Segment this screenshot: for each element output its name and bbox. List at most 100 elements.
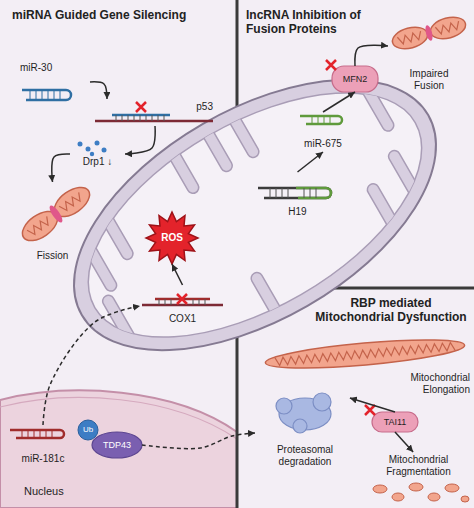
protein-dot: [95, 141, 100, 146]
mitochondrion-icon: [428, 14, 468, 43]
node-text: Mitochondrial Elongation: [392, 372, 470, 396]
node-text: p53: [196, 101, 213, 113]
node-text: Drp1 ↓: [83, 156, 112, 168]
connector-arrow: [90, 82, 107, 99]
crista-fold: [108, 301, 130, 338]
lncrna-strand: [258, 188, 331, 198]
ubiquitin-tag: Ub: [78, 420, 98, 440]
base-pairs: [116, 115, 164, 121]
ubiquitin-circle: [78, 420, 98, 440]
mrna-strand: [142, 304, 223, 307]
crista-fold: [232, 114, 254, 151]
block-cross: [136, 102, 146, 112]
fusion-protein-shape: [332, 66, 378, 92]
crista-fold: [232, 114, 254, 151]
mrna-strand: [95, 120, 213, 123]
protein-dot: [78, 142, 83, 147]
mito-cristae: [59, 192, 83, 212]
crista-fold: [106, 216, 128, 253]
nucleus-shape: [0, 391, 237, 508]
crista-fold: [205, 128, 227, 165]
mito-fragment: [445, 484, 459, 492]
base-pairs: [270, 188, 316, 198]
connector-arrow: [172, 264, 183, 285]
connector-arrow: [395, 432, 413, 452]
mirna-hairpin: [10, 430, 64, 438]
connector-arrow: [298, 152, 324, 172]
mito-fragment: [392, 493, 404, 501]
mito-fragment: [373, 485, 387, 493]
crista-fold: [366, 88, 388, 125]
protein-blob: [92, 432, 142, 458]
fission-ring: [47, 204, 64, 224]
panel-heading: miRNA Guided Gene Silencing: [12, 8, 232, 22]
elongated-mitochondrion: Mitochondrial Elongation: [250, 330, 472, 398]
mito-body: [264, 334, 465, 373]
crista-fold: [106, 216, 128, 253]
bound-mirna: [112, 114, 170, 117]
node-text: Ub: [83, 425, 93, 435]
connector-arrow: [125, 126, 155, 154]
ros-star: [146, 212, 198, 264]
ros-node: ROS: [146, 212, 198, 264]
connector-arrow: [142, 433, 255, 449]
proteasome: Proteasomal degradation: [255, 396, 355, 470]
protein-level: Drp1 ↓: [70, 138, 125, 170]
proteasome-blob: [293, 419, 307, 433]
node-text: Proteasomal degradation: [265, 444, 345, 468]
fragmented-mitochondria: Mitochondrial Fragmentation: [365, 452, 472, 506]
mito-fragment: [428, 493, 440, 501]
node-text: ROS: [161, 232, 183, 244]
crista-fold: [171, 150, 192, 187]
node-text: COX1: [169, 313, 196, 325]
mirna-hairpin: [22, 90, 71, 100]
crista-fold: [373, 190, 395, 227]
rna-binding-protein: TAI11: [372, 412, 418, 432]
connector-arrow: [323, 92, 355, 112]
crista-fold: [257, 278, 279, 315]
node-text: miR-675: [304, 138, 342, 150]
node-text: H19: [288, 206, 306, 218]
block-cross: [326, 60, 336, 70]
node-text: Fission: [37, 250, 69, 262]
block-cross: [365, 405, 375, 415]
mito-cristae: [435, 21, 460, 35]
mirna-node: miR-30: [18, 60, 90, 104]
connector-arrow: [355, 45, 388, 66]
node-text: miR-30: [20, 62, 52, 74]
proteasome-blob: [276, 398, 292, 414]
base-pairs: [312, 116, 330, 124]
mito-body: [428, 14, 468, 43]
node-text: Nucleus: [24, 485, 64, 498]
outer-membrane: [29, 24, 474, 406]
crista-fold: [394, 156, 416, 193]
connector-arrow: [350, 398, 395, 412]
inner-membrane: [49, 43, 461, 387]
mito-fragment: [409, 483, 423, 491]
mirna-node: miR-675: [292, 112, 354, 152]
mito-cristae: [27, 216, 51, 236]
mirna-node: miR-181c: [5, 425, 81, 467]
crista-fold: [373, 190, 395, 227]
mito-cristae: [275, 342, 455, 366]
crista-fold: [205, 128, 227, 165]
fusion-mitochondria: Impaired Fusion: [388, 14, 470, 94]
crista-fold: [89, 248, 111, 285]
mito-body: [390, 24, 430, 53]
mrna-target: COX1: [140, 285, 225, 327]
fusion-defect: [424, 24, 434, 41]
protein-blob: TDP43: [92, 432, 142, 458]
mrna-target: p53: [95, 99, 215, 126]
connector-arrow: [52, 154, 70, 182]
node-text: TDP43: [103, 440, 131, 451]
base-pairs: [22, 430, 52, 438]
node-text: Mitochondrial Fragmentation: [378, 454, 460, 478]
crista-fold: [89, 248, 111, 285]
embedded-mirna: [296, 188, 331, 198]
protein-dot: [102, 148, 107, 153]
mito-fragment: [461, 496, 469, 502]
node-text: Impaired Fusion: [396, 68, 462, 92]
nucleus: Nucleus miR-181cUbTDP43: [0, 385, 237, 508]
